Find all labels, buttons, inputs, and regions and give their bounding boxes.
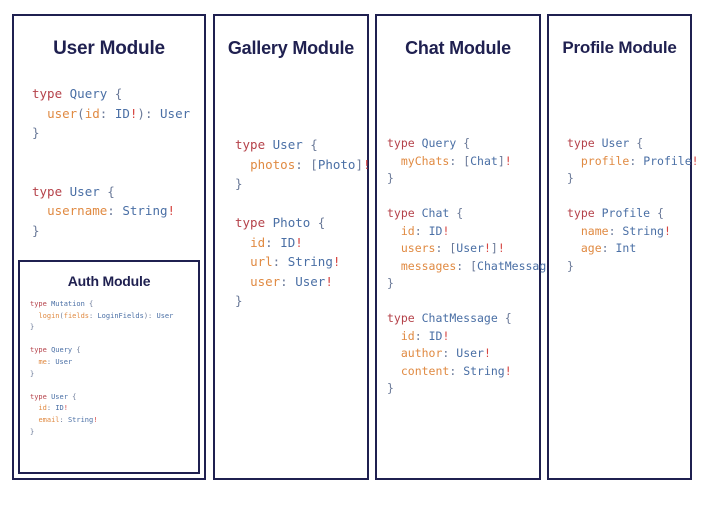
code-line: username: String! bbox=[47, 203, 176, 218]
module-title-user: User Module bbox=[53, 38, 165, 59]
code-line: } bbox=[387, 381, 394, 395]
code-line: type ChatMessage { bbox=[387, 311, 512, 325]
code-line: user: User! bbox=[250, 273, 333, 289]
code-line bbox=[32, 162, 190, 182]
module-card-gallery[interactable]: Gallery Module type User { photos: [Phot… bbox=[213, 14, 371, 480]
code-line: author: User! bbox=[400, 346, 491, 360]
code-line: myChats: [Chat]! bbox=[400, 153, 512, 168]
code-line bbox=[567, 188, 699, 206]
code-line bbox=[30, 380, 173, 392]
code-line: users: [User!]! bbox=[400, 241, 505, 255]
code-line: } bbox=[235, 176, 243, 191]
code-line: type Photo { bbox=[235, 215, 326, 230]
code-line: type User { bbox=[30, 392, 77, 401]
code-line: } bbox=[235, 293, 243, 308]
module-card-chat[interactable]: Chat Module type Query { myChats: [Chat]… bbox=[375, 14, 567, 480]
code-line: email: String! bbox=[38, 415, 98, 424]
module-card-user[interactable]: User Module type Query { user(id: ID!): … bbox=[12, 14, 206, 480]
schema-code-user: type Query { user(id: ID!): User} type U… bbox=[32, 84, 190, 240]
code-line: messages: [ChatMessage]! bbox=[400, 258, 567, 273]
module-title-chat: Chat Module bbox=[405, 38, 511, 58]
code-line: } bbox=[32, 125, 40, 140]
code-line: profile: Profile! bbox=[580, 153, 699, 168]
code-line: photos: [Photo]! bbox=[250, 156, 371, 172]
code-line: type Profile { bbox=[567, 206, 664, 220]
code-line: type User { bbox=[567, 136, 644, 150]
code-line: } bbox=[387, 276, 394, 290]
module-card-profile[interactable]: Profile Module type User { profile: Prof… bbox=[547, 14, 699, 480]
code-line: } bbox=[387, 171, 394, 185]
schema-code-chat: type Query { myChats: [Chat]!} type Chat… bbox=[387, 135, 567, 398]
code-line: } bbox=[32, 222, 40, 238]
code-line: age: Int bbox=[580, 241, 637, 255]
code-line: type Query { bbox=[32, 86, 123, 101]
schema-code-gallery: type User { photos: [Photo]!} type Photo… bbox=[235, 135, 371, 311]
code-line: } bbox=[30, 323, 35, 332]
code-line: content: String! bbox=[400, 363, 512, 378]
code-line: } bbox=[30, 427, 35, 436]
code-line bbox=[387, 293, 567, 311]
module-title-gallery: Gallery Module bbox=[227, 38, 355, 58]
code-line: } bbox=[567, 258, 574, 273]
module-title-profile: Profile Module bbox=[562, 38, 677, 57]
module-card-auth[interactable]: Auth Module type Mutation { login(fields… bbox=[18, 260, 200, 474]
schema-code-auth: type Mutation { login(fields: LoginField… bbox=[30, 299, 173, 438]
module-title-auth: Auth Module bbox=[67, 273, 151, 289]
code-line: type Query { bbox=[387, 136, 471, 150]
code-line bbox=[32, 143, 190, 163]
code-line: login(fields: LoginFields): User bbox=[38, 311, 174, 320]
code-line: user(id: ID!): User bbox=[47, 105, 191, 121]
code-line: me: User bbox=[38, 357, 73, 366]
code-line: type User { bbox=[235, 137, 318, 152]
code-line: type Chat { bbox=[387, 206, 464, 220]
schema-code-profile: type User { profile: Profile!} type Prof… bbox=[567, 135, 699, 275]
code-line: url: String! bbox=[250, 254, 341, 269]
code-line: name: String! bbox=[580, 223, 671, 238]
code-line bbox=[387, 188, 567, 206]
code-line: type User { bbox=[32, 183, 115, 199]
code-line: id: ID! bbox=[400, 328, 450, 343]
code-line: } bbox=[567, 171, 574, 185]
code-line: type Mutation { bbox=[30, 300, 94, 308]
code-line: id: ID! bbox=[250, 234, 303, 250]
code-line: type Query { bbox=[30, 346, 81, 355]
code-line bbox=[30, 334, 173, 346]
code-line bbox=[235, 194, 371, 214]
code-line: id: ID! bbox=[400, 223, 450, 238]
code-line: } bbox=[30, 369, 35, 378]
code-line: id: ID! bbox=[38, 404, 68, 413]
